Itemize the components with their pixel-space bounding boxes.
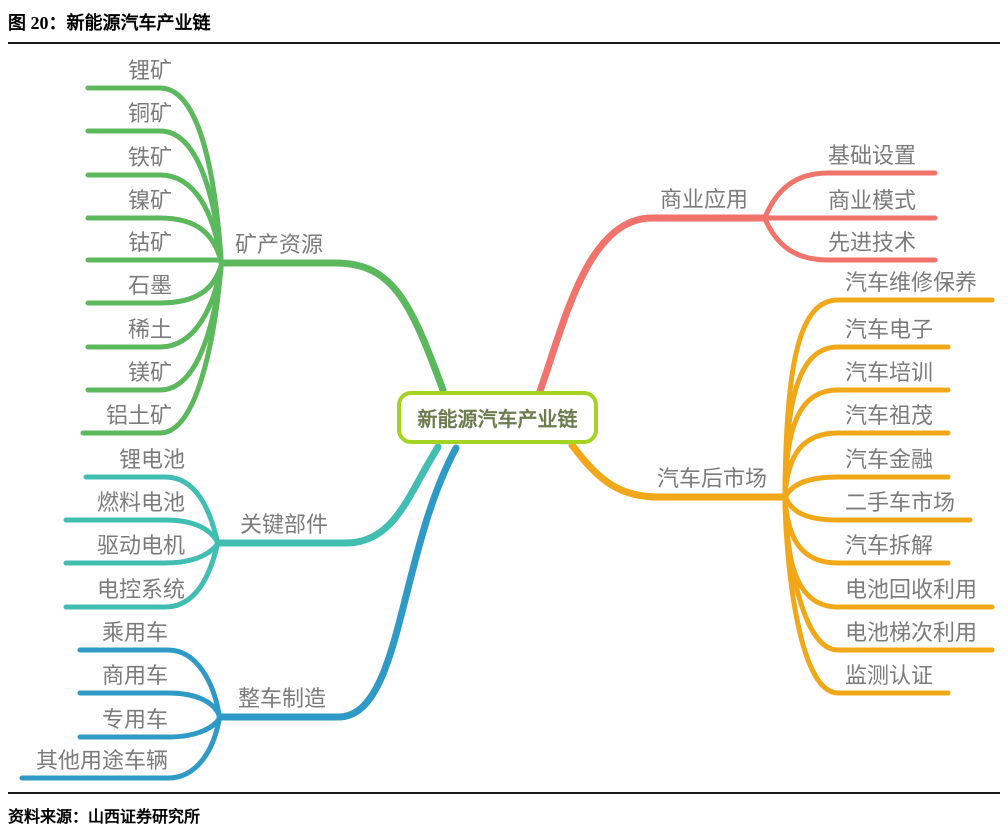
- leaf-label-lithium-ore: 锂矿: [127, 58, 172, 83]
- leaf-line-commercial-car: [77, 690, 222, 718]
- leaf-line-zumao: [782, 430, 951, 498]
- leaf-label-graphite: 石墨: [127, 273, 172, 298]
- leaf-label-business-model: 商业模式: [828, 188, 917, 213]
- leaf-line-infrastructure: [763, 170, 938, 218]
- leaf-label-advanced-tech: 先进技术: [828, 230, 917, 255]
- branch-label-vehicle: 整车制造: [238, 686, 327, 711]
- branch-vehicle-lines: [19, 444, 460, 781]
- branch-aftermarket-lines: [568, 297, 995, 696]
- leaf-line-other-vehicles: [19, 717, 222, 781]
- leaf-label-training: 汽车培训: [845, 360, 934, 385]
- leaf-label-nickel-ore: 镍矿: [127, 188, 172, 213]
- leaf-label-fuel-cell: 燃料电池: [96, 490, 185, 515]
- leaf-line-used-car: [783, 495, 973, 523]
- leaf-label-cobalt-ore: 钴矿: [127, 230, 172, 255]
- leaf-line-certification: [782, 497, 951, 696]
- leaf-label-li-battery: 锂电池: [118, 447, 185, 472]
- title-divider: [8, 42, 1000, 44]
- branch-label-application: 商业应用: [660, 187, 749, 212]
- branch-aftermarket-main-line: [568, 441, 789, 501]
- branch-application-lines: [536, 170, 938, 395]
- branch-mineral-main-line: [218, 259, 447, 394]
- branch-vehicle-main-line: [216, 444, 460, 721]
- leaf-line-iron-ore: [85, 172, 224, 263]
- leaf-line-advanced-tech: [763, 218, 938, 263]
- leaf-label-iron-ore: 铁矿: [127, 145, 172, 170]
- figure-title: 图 20：新能源汽车产业链: [8, 13, 211, 33]
- root-node-label: 新能源汽车产业链: [417, 409, 578, 431]
- leaf-line-li-battery: [83, 474, 220, 543]
- branch-application-main-line: [536, 214, 769, 395]
- leaf-label-certification: 监测认证: [845, 663, 934, 688]
- leaf-label-commercial-car: 商用车: [101, 663, 168, 688]
- leaf-line-control-system: [63, 543, 220, 610]
- leaf-label-infrastructure: 基础设置: [828, 143, 917, 168]
- leaf-label-control-system: 电控系统: [96, 577, 185, 602]
- leaf-label-electronics: 汽车电子: [845, 317, 934, 342]
- leaf-label-finance: 汽车金融: [845, 447, 934, 472]
- leaf-label-zumao: 汽车祖茂: [845, 403, 934, 428]
- root-node: 新能源汽车产业链: [397, 391, 598, 444]
- figure-source: 资料来源：山西证券研究所: [8, 809, 201, 826]
- branch-mineral-lines: [80, 85, 447, 436]
- leaf-label-used-car: 二手车市场: [845, 490, 956, 515]
- branch-label-components: 关键部件: [240, 512, 329, 537]
- leaf-label-copper-ore: 铜矿: [127, 101, 172, 126]
- branch-label-mineral: 矿产资源: [235, 232, 324, 257]
- leaf-label-bauxite: 铝土矿: [105, 403, 172, 428]
- leaf-label-battery-recycle: 电池回收利用: [845, 577, 978, 602]
- leaf-label-passenger-car: 乘用车: [101, 620, 168, 645]
- leaf-label-battery-echelon: 电池梯次利用: [845, 620, 978, 645]
- source-divider: [8, 792, 1000, 794]
- leaf-line-training: [782, 387, 951, 498]
- leaf-line-fuel-cell: [63, 517, 220, 544]
- leaf-label-other-vehicles: 其他用途车辆: [35, 748, 168, 773]
- branch-components-lines: [63, 443, 442, 610]
- branch-label-aftermarket: 汽车后市场: [657, 466, 768, 491]
- leaf-label-rare-earth: 稀土: [127, 317, 172, 342]
- leaf-label-special-car: 专用车: [101, 707, 168, 732]
- leaf-label-dismantling: 汽车拆解: [845, 533, 934, 558]
- leaf-label-magnesium-ore: 镁矿: [127, 360, 172, 385]
- leaf-line-finance: [783, 474, 951, 499]
- branch-components-main-line: [214, 443, 442, 547]
- leaf-line-passenger-car: [77, 647, 222, 717]
- leaf-line-nickel-ore: [85, 215, 224, 264]
- leaf-line-bauxite: [80, 265, 224, 436]
- leaf-label-repair: 汽车维修保养: [845, 270, 978, 295]
- leaf-label-drive-motor: 驱动电机: [96, 533, 185, 558]
